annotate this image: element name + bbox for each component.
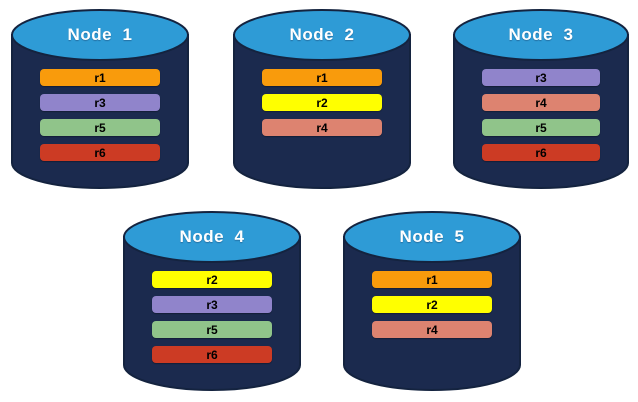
node-title: Node 4 [179,227,245,246]
replica-list: r3 r4 r5 r6 [452,69,630,161]
replica-label: r3 [206,297,218,312]
replica-bar[interactable]: r6 [482,144,600,161]
database-node-1[interactable]: Node 1 r1 r3 r5 r6 [10,8,190,190]
database-node-5[interactable]: Node 5 r1 r2 r4 [342,210,522,392]
replica-list: r1 r3 r5 r6 [10,69,190,161]
replica-bar[interactable]: r5 [482,119,600,136]
node-title: Node 1 [67,25,133,44]
database-node-2[interactable]: Node 2 r1 r2 r4 [232,8,412,190]
replica-label: r1 [94,70,106,85]
node-title: Node 3 [508,25,574,44]
replica-bar[interactable]: r5 [40,119,160,136]
cylinder-top-disk [453,9,629,61]
replica-label: r4 [316,120,328,135]
replica-label: r6 [206,347,218,362]
node-title: Node 2 [289,25,355,44]
replica-label: r6 [535,145,547,160]
replica-list: r1 r2 r4 [232,69,412,136]
replica-bar[interactable]: r5 [152,321,272,338]
replica-bar[interactable]: r1 [372,271,492,288]
node-title: Node 5 [399,227,465,246]
replica-bar[interactable]: r2 [152,271,272,288]
replica-bar[interactable]: r3 [40,94,160,111]
cylinder-top-disk [123,211,301,263]
replica-label: r4 [426,322,438,337]
replica-label: r2 [316,95,328,110]
replica-label: r6 [94,145,106,160]
replica-bar[interactable]: r4 [372,321,492,338]
replica-bar[interactable]: r4 [262,119,382,136]
replica-bar[interactable]: r1 [40,69,160,86]
database-node-4[interactable]: Node 4 r2 r3 r5 r6 [122,210,302,392]
replica-label: r3 [94,95,106,110]
cylinder-top-disk [343,211,521,263]
replica-bar[interactable]: r1 [262,69,382,86]
replica-bar[interactable]: r4 [482,94,600,111]
replica-label: r4 [535,95,547,110]
replica-label: r1 [316,70,328,85]
cylinder-top-disk [233,9,411,61]
replica-list: r2 r3 r5 r6 [122,271,302,363]
replica-label: r5 [535,120,547,135]
replica-label: r5 [206,322,218,337]
replica-label: r2 [426,297,438,312]
replica-bar[interactable]: r6 [40,144,160,161]
replica-bar[interactable]: r2 [372,296,492,313]
database-node-3[interactable]: Node 3 r3 r4 r5 r6 [452,8,630,190]
replica-bar[interactable]: r2 [262,94,382,111]
replica-label: r1 [426,272,438,287]
replica-list: r1 r2 r4 [342,271,522,338]
replica-label: r3 [535,70,547,85]
replica-bar[interactable]: r6 [152,346,272,363]
replica-label: r5 [94,120,106,135]
replica-bar[interactable]: r3 [152,296,272,313]
replica-bar[interactable]: r3 [482,69,600,86]
replica-label: r2 [206,272,218,287]
cylinder-top-disk [11,9,189,61]
